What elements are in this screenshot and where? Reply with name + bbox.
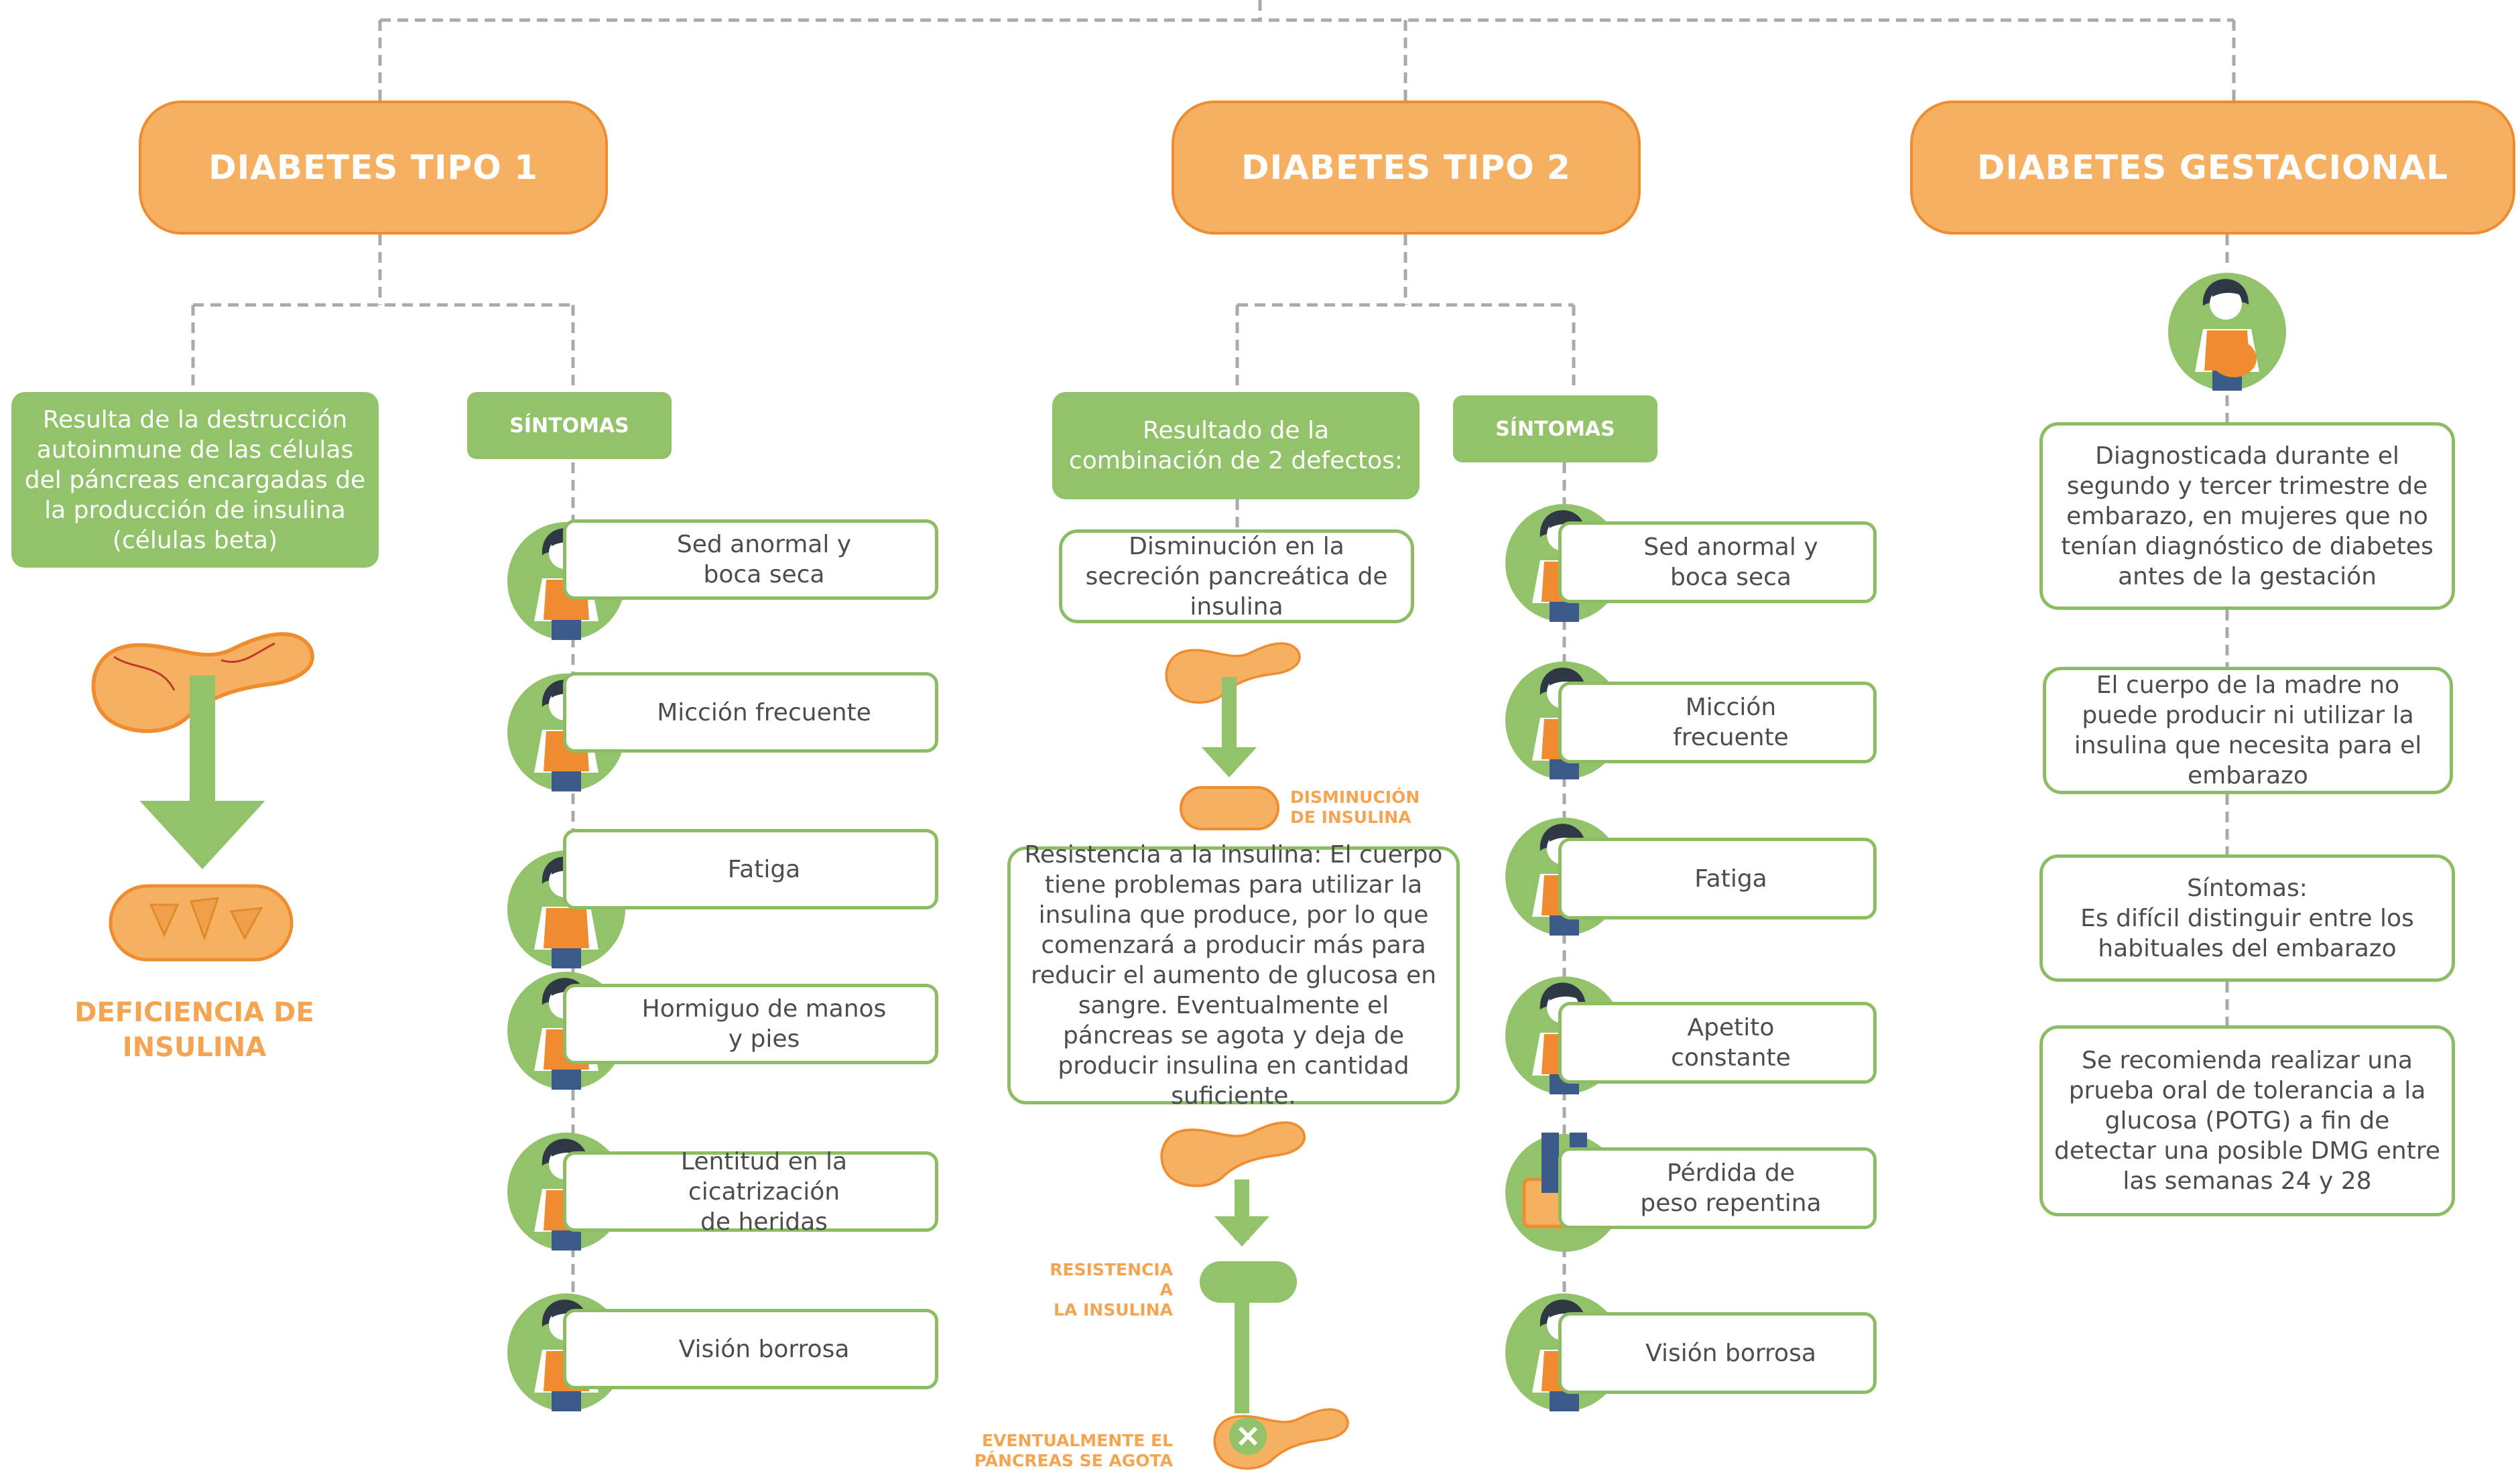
tipo1-symptom-5: Lentitud en la cicatrización de heridas [563,1148,938,1236]
tipo2-sintomas-label: SÍNTOMAS [1453,395,1657,462]
tipo1-header: DIABETES TIPO 1 [139,101,608,235]
tipo2-disminucion-label: DISMINUCIÓN DE INSULINA [1290,787,1420,827]
tipo1-result-label: DEFICIENCIA DE INSULINA [74,997,314,1063]
tipo2-resistencia-label: RESISTENCIA A LA INSULINA [1050,1260,1173,1320]
gestacional-header: DIABETES GESTACIONAL [1910,101,2515,235]
tipo2-defect-1: Disminución en la secreción pancreática … [1059,529,1414,623]
tipo2-symptom-2: Micción frecuente [1558,682,1877,763]
tipo2-agota-label: EVENTUALMENTE EL PÁNCREAS SE AGOTA [974,1431,1173,1470]
tipo2-symptom-4: Apetito constante [1558,1002,1877,1084]
tipo2-symptom-6: Visión borrosa [1558,1312,1877,1394]
pregnant-woman-icon [2168,273,2286,391]
pancreas-flow-tipo1 [93,634,312,962]
tipo2-description: Resultado de la combinación de 2 defecto… [1052,392,1420,499]
tipo2-symptom-3: Fatiga [1558,838,1877,919]
tipo2-symptom-1: Sed anormal y boca seca [1558,521,1877,603]
tipo1-symptom-1: Sed anormal y boca seca [563,519,938,600]
tipo1-symptom-6: Visión borrosa [563,1309,938,1389]
pancreas-flow-tipo2 [1160,642,1349,1470]
gestacional-box-1: Diagnosticada durante el segundo y terce… [2039,422,2455,610]
tipo2-symptom-5: Pérdida de peso repentina [1558,1147,1877,1229]
gestacional-box-4: Se recomienda realizar una prueba oral d… [2039,1025,2455,1216]
gestacional-box-3: Síntomas: Es difícil distinguir entre lo… [2039,854,2455,982]
gestacional-box-2: El cuerpo de la madre no puede producir … [2043,667,2453,794]
tipo1-sintomas-label: SÍNTOMAS [467,392,672,459]
tipo1-symptom-4: Hormiguo de manos y pies [563,984,938,1064]
tipo1-symptom-3: Fatiga [563,829,938,909]
tipo1-symptom-2: Micción frecuente [563,672,938,753]
tipo2-defect-2: Resistencia a la insulina: El cuerpo tie… [1007,841,1460,1110]
tipo2-header: DIABETES TIPO 2 [1172,101,1641,235]
tipo1-description: Resulta de la destrucción autoinmune de … [11,392,379,568]
